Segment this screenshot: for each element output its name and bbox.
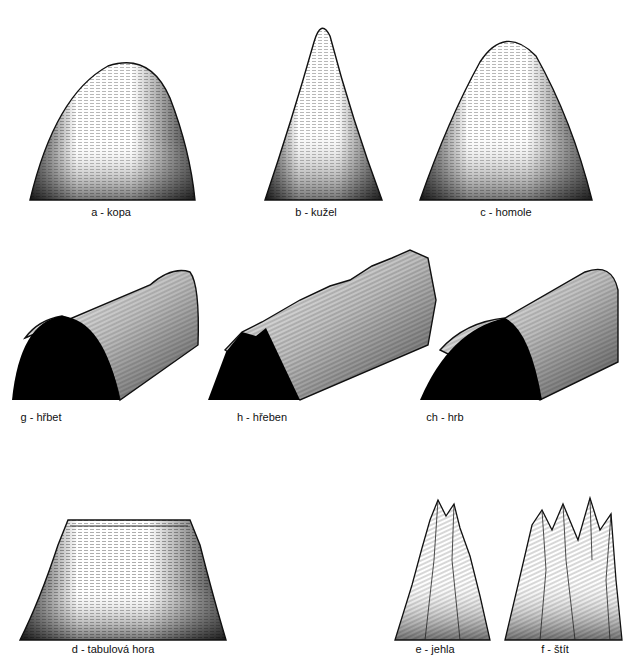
caption: g - hřbet: [19, 411, 64, 424]
hrb-shape: [420, 269, 618, 400]
tabulova-hora-shape: [20, 520, 226, 640]
stit-shape: [505, 498, 622, 640]
caption: e - jehla: [413, 643, 456, 656]
caption: a - kopa: [89, 206, 133, 219]
homole-shape: [420, 41, 592, 200]
caption: ch - hrb: [424, 411, 465, 424]
caption: b - kužel: [293, 206, 339, 219]
hrbet-shape: [12, 271, 198, 400]
hreben-shape: [208, 250, 436, 400]
caption: h - hřeben: [235, 411, 289, 424]
kuzel-shape: [265, 28, 382, 200]
caption: c - homole: [478, 206, 533, 219]
kopa-shape: [30, 63, 195, 200]
jehla-shape: [395, 500, 490, 640]
caption: f - štít: [539, 643, 571, 656]
caption: d - tabulová hora: [70, 643, 157, 656]
